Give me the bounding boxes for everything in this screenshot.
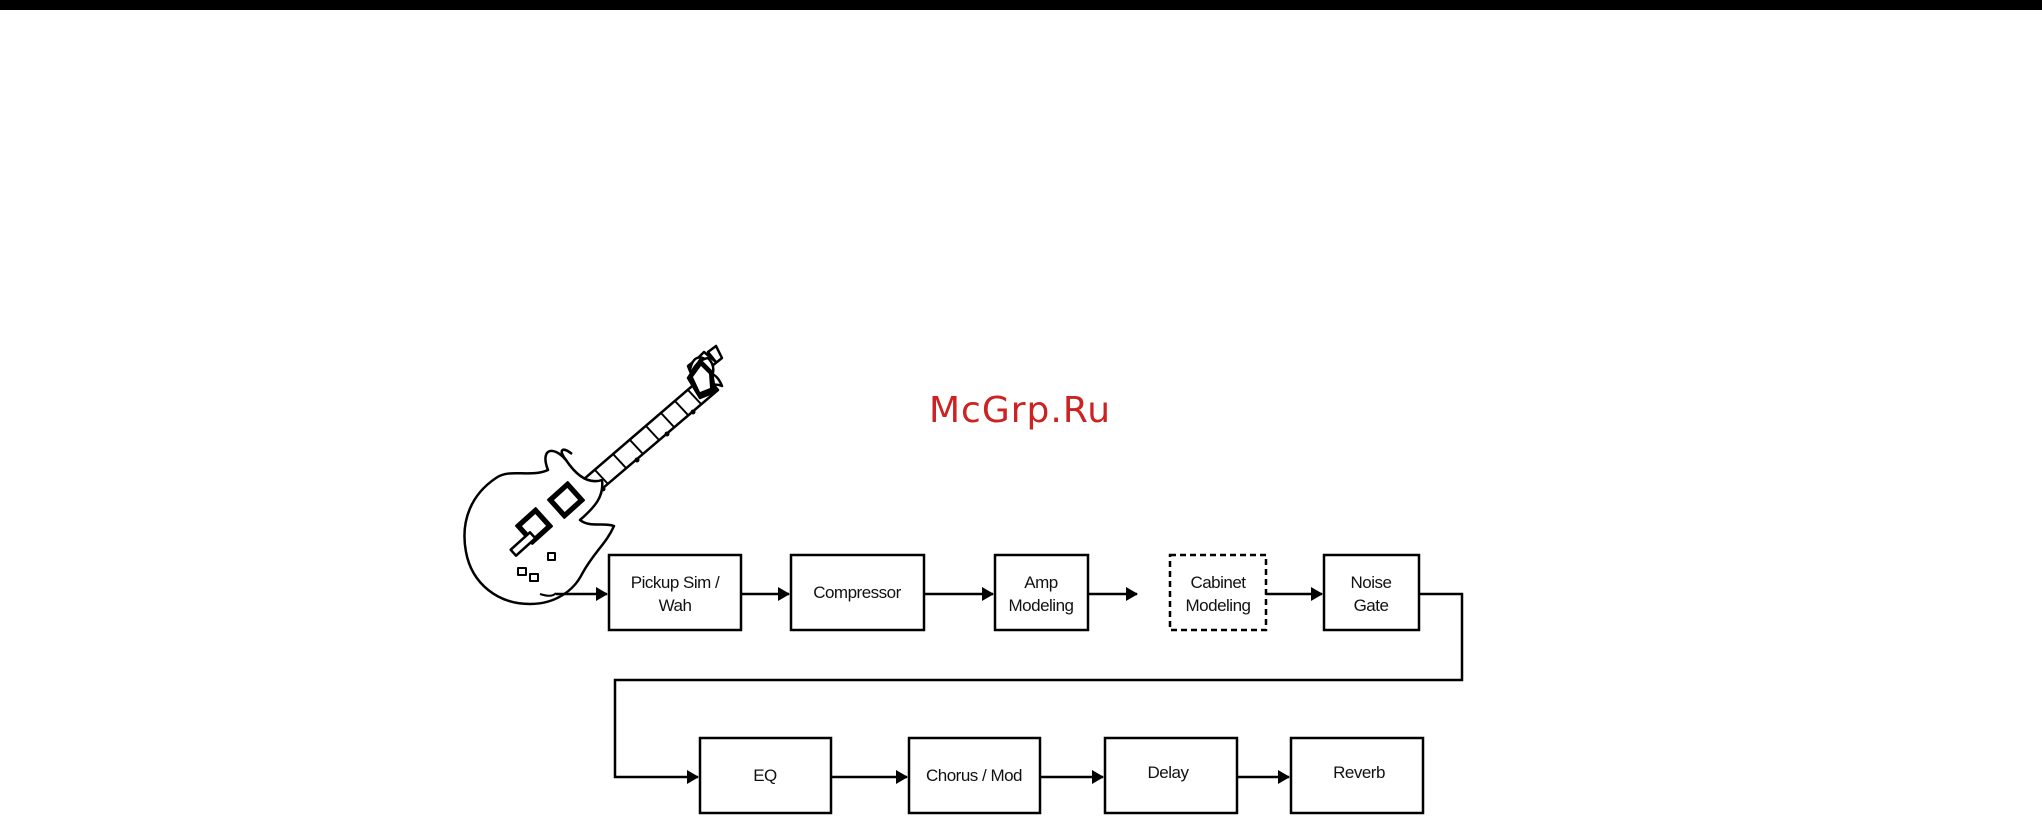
box-delay: Delay: [1105, 738, 1237, 813]
box-noise-gate: Noise Gate: [1324, 555, 1419, 630]
box-label: Gate: [1354, 596, 1389, 615]
box-pickup-sim-wah: Pickup Sim / Wah: [609, 555, 741, 630]
box-label: EQ: [753, 766, 777, 785]
box-label: Delay: [1148, 763, 1190, 782]
box-label: Amp: [1024, 573, 1058, 592]
box-reverb: Reverb: [1291, 738, 1423, 813]
box-eq: EQ: [700, 738, 831, 813]
box-label: Chorus / Mod: [926, 766, 1022, 785]
box-label: Modeling: [1009, 596, 1074, 615]
watermark-text: McGrp.Ru: [929, 390, 1111, 431]
box-amp-modeling: Amp Modeling: [995, 555, 1088, 630]
box-label: Noise: [1351, 573, 1392, 592]
box-cabinet-modeling: Cabinet Modeling: [1170, 555, 1266, 630]
box-label: Wah: [659, 596, 692, 615]
box-label: Modeling: [1186, 596, 1251, 615]
box-label: Cabinet: [1190, 573, 1246, 592]
box-compressor: Compressor: [791, 555, 924, 630]
box-label: Pickup Sim /: [631, 573, 720, 592]
box-chorus-mod: Chorus / Mod: [909, 738, 1040, 813]
box-label: Reverb: [1333, 763, 1385, 782]
box-label: Compressor: [813, 583, 901, 602]
